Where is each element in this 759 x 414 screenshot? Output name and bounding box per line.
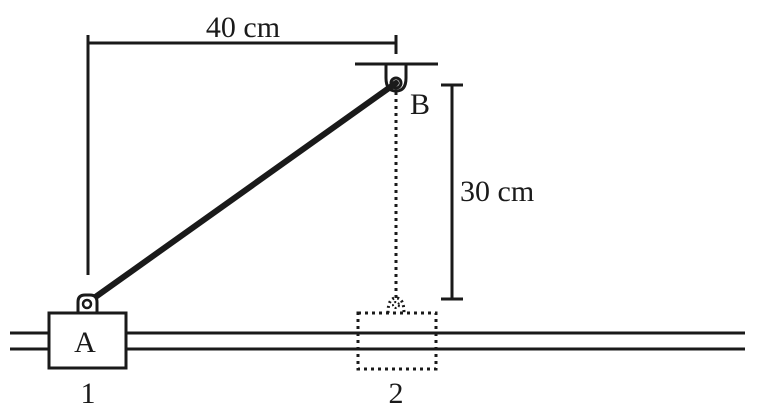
dimension-line-vertical [441,83,463,301]
position-2-label: 2 [389,377,404,410]
dimension-line-horizontal [86,35,398,275]
rod-AB [84,80,399,306]
pin-A-icon [81,298,93,310]
fixed-support-B [355,62,438,93]
point-B-label: B [410,88,430,121]
vertical-dimension-label: 30 cm [460,175,534,208]
position-1-label: 1 [81,377,96,410]
horizontal-dimension-label: 40 cm [206,11,280,44]
dotted-block-position-2 [356,311,438,371]
dotted-pivot-position-2 [386,296,406,314]
point-A-label: A [74,326,96,359]
slider-block-A [47,293,128,370]
